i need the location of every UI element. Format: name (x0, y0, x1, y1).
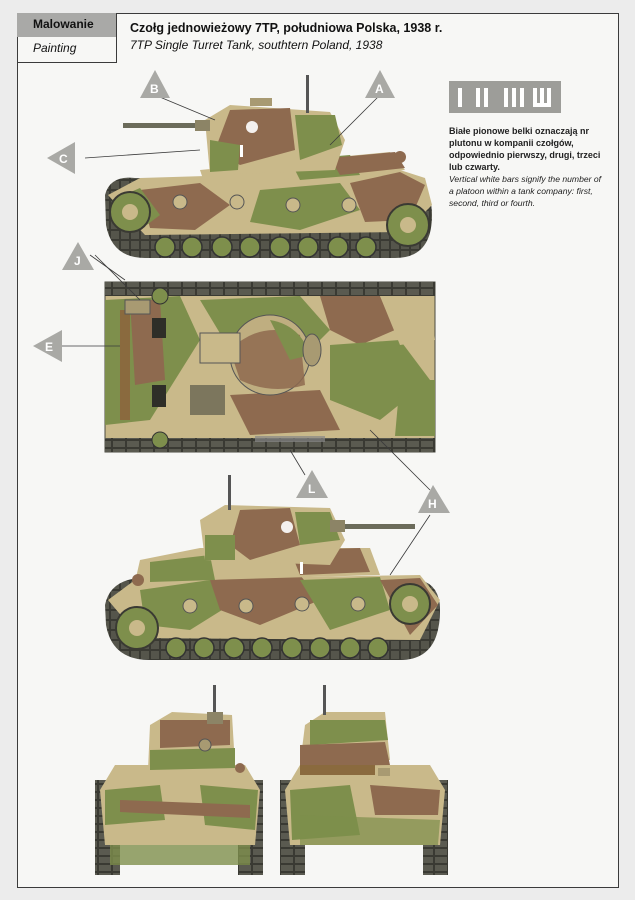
callout-label-b: B (150, 82, 159, 96)
callout-label-l: L (308, 482, 315, 496)
section-tab: Malowanie Painting (17, 13, 117, 63)
callout-h: H (418, 485, 450, 513)
callout-label-j: J (74, 254, 81, 268)
front-view (95, 685, 263, 875)
callout-c: C (47, 142, 75, 174)
callout-label-a: A (375, 82, 384, 96)
page-subtitle: 7TP Single Turret Tank, southtern Poland… (130, 38, 383, 52)
top-view (104, 281, 436, 453)
callout-lines (60, 94, 431, 576)
section-label-en: Painting (33, 41, 77, 55)
section-label-pl: Malowanie (17, 13, 116, 37)
legend-text-pl: Białe pionowe belki oznaczają nr plutonu… (449, 126, 601, 172)
callout-label-h: H (428, 497, 437, 511)
callout-j: J (62, 242, 94, 270)
page-title: Czołg jednowieżowy 7TP, południowa Polsk… (130, 21, 443, 35)
callout-l: L (296, 470, 328, 498)
side-view-right (105, 475, 440, 660)
platoon-bars-legend (449, 81, 561, 113)
side-view-left (105, 75, 432, 258)
callout-label-c: C (59, 152, 68, 166)
callout-b: B (140, 70, 170, 98)
callout-e: E (33, 330, 62, 362)
callout-label-e: E (45, 340, 53, 354)
callout-a: A (365, 70, 395, 98)
rear-view (280, 685, 448, 875)
legend-note: Białe pionowe belki oznaczają nr plutonu… (449, 125, 604, 209)
legend-text-en: Vertical white bars signify the number o… (449, 174, 602, 208)
